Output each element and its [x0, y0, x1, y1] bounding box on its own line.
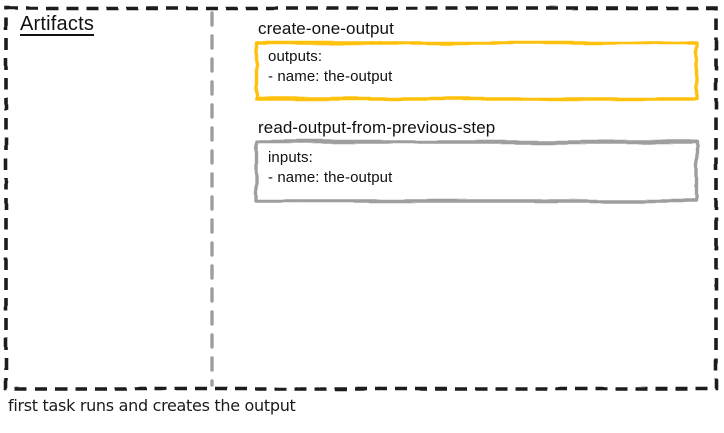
step2-title: read-output-from-previous-step [258, 118, 496, 137]
step2-inputs-text: inputs: - name: the-output [268, 148, 392, 187]
step2-inputs-line-1: inputs: [268, 149, 313, 166]
step2-inputs-line-2: - name: the-output [268, 168, 393, 186]
step1-outputs-line-1: outputs: [268, 48, 323, 65]
step1-outputs-line-2: - name: the-output [268, 67, 393, 85]
artifacts-panel-label: Artifacts [20, 13, 95, 35]
caption-text: first task runs and creates the output [8, 396, 296, 415]
step1-outputs-text: outputs: - name: the-output [268, 47, 392, 86]
step1-title: create-one-output [258, 19, 394, 38]
